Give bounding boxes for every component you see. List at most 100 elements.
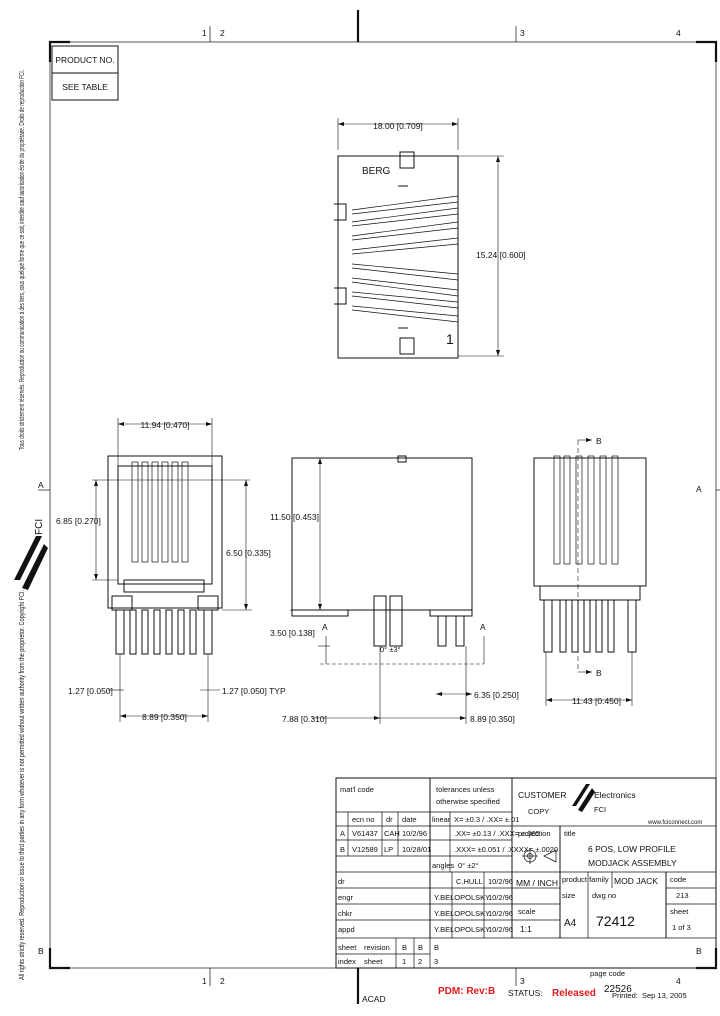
rev-header-date: date bbox=[402, 815, 417, 824]
sig-date-chkr: 10/2/96 bbox=[488, 909, 513, 918]
sig-name-dr: C.HULL bbox=[456, 877, 483, 886]
product-no-header: PRODUCT NO. bbox=[55, 55, 114, 65]
linear-label: linear bbox=[432, 815, 451, 824]
scale-value: 1:1 bbox=[520, 924, 532, 934]
product-family-label: product family bbox=[562, 875, 609, 884]
front-view-right-dim: 6.50 [0.335] bbox=[226, 548, 271, 558]
front-view-bottom-dim: 8.89 [0.350] bbox=[142, 712, 187, 722]
size-label: size bbox=[562, 891, 575, 900]
zone-top-2: 2 bbox=[220, 28, 225, 38]
pdm-revision: PDM: Rev:B bbox=[438, 986, 495, 997]
product-no-value: SEE TABLE bbox=[62, 82, 108, 92]
front-view-top-dim: 11.94 [0.470] bbox=[141, 420, 190, 430]
status-label: STATUS: bbox=[508, 988, 543, 998]
end-section-b-bottom: B bbox=[596, 668, 602, 678]
contact-springs bbox=[351, 195, 459, 323]
zone-left-b: B bbox=[38, 946, 44, 956]
status-value: Released bbox=[552, 988, 596, 999]
printed-date: Sep 13, 2005 bbox=[642, 991, 687, 1000]
title-block: mat'l code tolerances unless otherwise s… bbox=[335, 777, 717, 969]
top-view: 18.00 [0.709] BERG 1 15.24 [0.600] bbox=[334, 118, 526, 359]
size-value: A4 bbox=[564, 918, 577, 929]
title-line-2: MODJACK ASSEMBLY bbox=[588, 858, 677, 868]
scale-label: scale bbox=[518, 907, 536, 916]
side-view: A A 0° ±3° 11.50 [0.453] 3.50 [0.138] 6.… bbox=[270, 455, 519, 724]
sheet-value: 1 of 3 bbox=[672, 923, 691, 932]
projection-label: projection bbox=[518, 829, 551, 838]
angles-label: angles bbox=[432, 861, 454, 870]
page-code-value: 22526 bbox=[604, 984, 632, 995]
sheet-rev-r1-c2: revision bbox=[364, 943, 390, 952]
sheet-rev-r2-c3: 1 bbox=[402, 957, 406, 966]
zone-top-3: 3 bbox=[520, 28, 525, 38]
rev-header-dr: dr bbox=[386, 815, 393, 824]
side-view-left-bottom-dim: 7.88 [0.310] bbox=[282, 714, 327, 724]
angles-value: 0° ±2° bbox=[458, 861, 479, 870]
zone-left-a: A bbox=[38, 480, 44, 490]
sheet-rev-r2-c2: sheet bbox=[364, 957, 383, 966]
brand-name: Electronics bbox=[594, 790, 636, 800]
side-view-pin-dim: 3.50 [0.138] bbox=[270, 628, 315, 638]
title-label: title bbox=[564, 829, 576, 838]
sig-name-chkr: Y.BELOPOLSKY bbox=[434, 909, 490, 918]
zone-right-a: A bbox=[696, 484, 702, 494]
sheet-rev-r2-c5: 3 bbox=[434, 957, 438, 966]
acad-label: ACAD bbox=[362, 994, 386, 1004]
sig-date-dr: 10/2/96 bbox=[488, 877, 513, 886]
sig-name-engr: Y.BELOPOLSKY bbox=[434, 893, 490, 902]
sheet-rev-r1-c4: B bbox=[418, 943, 423, 952]
tolerance-line-2: otherwise specified bbox=[436, 797, 500, 806]
tolerance-line-1: tolerances unless bbox=[436, 785, 495, 794]
front-view-bottom-left-dim: 1.27 [0.050] bbox=[68, 686, 113, 696]
rev-row-b-letter: B bbox=[340, 845, 345, 854]
tol-row-3: .XXX= ±0.051 / .XXXX= ±.0020 bbox=[454, 845, 558, 854]
rev-header-ecn: ecn no bbox=[352, 815, 375, 824]
customer-copy-line-1: CUSTOMER bbox=[518, 790, 567, 800]
title-line-1: 6 POS, LOW PROFILE bbox=[588, 844, 676, 854]
sig-role-engr: engr bbox=[338, 893, 354, 902]
front-view-left-dim: 6.85 [0.270] bbox=[56, 516, 101, 526]
fci-logo-text: FCI bbox=[34, 519, 45, 535]
projection-symbol-icon bbox=[522, 848, 557, 864]
side-view-height-dim: 11.50 [0.453] bbox=[270, 512, 319, 522]
product-family-value: MOD JACK bbox=[614, 876, 658, 886]
copyright-notice-en: All rights strictly reserved. Reproducti… bbox=[17, 590, 26, 980]
pin-one-label: 1 bbox=[446, 331, 454, 347]
brand-logo-text: FCI bbox=[594, 805, 606, 814]
zone-bottom-1: 1 bbox=[202, 976, 207, 986]
rev-row-a-letter: A bbox=[340, 829, 345, 838]
front-contacts bbox=[131, 461, 189, 563]
sheet-rev-r2-c1: index bbox=[338, 957, 356, 966]
front-view-bottom-right-dim: 1.27 [0.050] TYP bbox=[222, 686, 286, 696]
rev-row-b-date: 10/28/01 bbox=[402, 845, 431, 854]
zone-right-b: B bbox=[696, 946, 702, 956]
top-view-height-dim: 15.24 [0.600] bbox=[476, 250, 526, 260]
copyright-notice-fr: Tous droits strictement réservés. Reprod… bbox=[17, 70, 26, 450]
end-view-bottom-dim: 11.43 [0.450] bbox=[572, 696, 621, 706]
zone-bottom-4: 4 bbox=[676, 976, 681, 986]
side-section-a-left: A bbox=[322, 622, 328, 632]
sheet-rev-r1-c3: B bbox=[402, 943, 407, 952]
sheet-rev-r1-c5: B bbox=[434, 943, 439, 952]
side-pins bbox=[373, 595, 465, 647]
tol-row-1: X= ±0.3 / .XX= ±.01 bbox=[454, 815, 519, 824]
side-view-right-dim: 6.35 [0.250] bbox=[474, 690, 519, 700]
drawing-border bbox=[49, 41, 717, 969]
sig-name-appd: Y.BELOPOLSKY bbox=[434, 925, 490, 934]
customer-copy-line-2: COPY bbox=[528, 807, 549, 816]
side-angle-label: 0° ±3° bbox=[380, 645, 401, 654]
drawing-number: 72412 bbox=[596, 913, 635, 929]
brand-label-berg: BERG bbox=[362, 166, 391, 177]
end-pins bbox=[543, 599, 637, 653]
rev-row-a-date: 10/2/96 bbox=[402, 829, 427, 838]
zone-top-4: 4 bbox=[676, 28, 681, 38]
end-view: B B 11.43 [0.450] bbox=[533, 436, 647, 706]
sheet-rev-r2-c4: 2 bbox=[418, 957, 422, 966]
side-view-right-bottom-dim: 8.89 [0.350] bbox=[470, 714, 515, 724]
fci-logo-vertical: FCI bbox=[14, 519, 48, 590]
zone-top-1: 1 bbox=[202, 28, 207, 38]
fci-logo-title bbox=[572, 784, 595, 812]
page-code-label: page code bbox=[590, 969, 625, 978]
